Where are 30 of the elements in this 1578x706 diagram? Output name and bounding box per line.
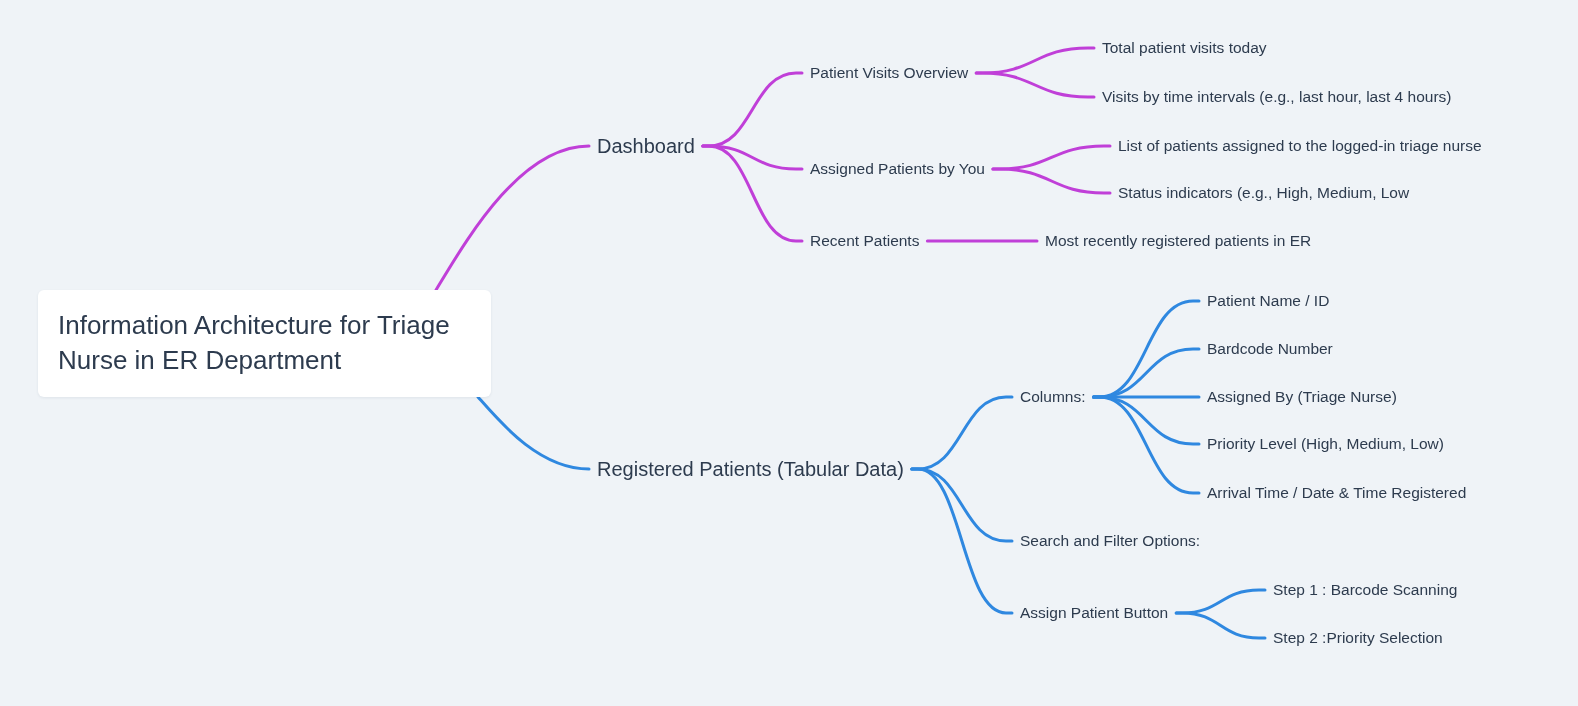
branch-connector [925, 239, 1039, 243]
subtopic-label: Columns: [1012, 385, 1094, 409]
subtopic-label: Arrival Time / Date & Time Registered [1199, 481, 1475, 505]
subtopic-label: Priority Level (High, Medium, Low) [1199, 432, 1452, 456]
branch-topic: Registered Patients (Tabular Data) [589, 454, 912, 484]
subtopic-label: Patient Name / ID [1199, 289, 1338, 313]
branch-connector [991, 167, 1112, 195]
subtopic-label: Most recently registered patients in ER [1037, 229, 1320, 253]
subtopic-label: Assigned Patients by You [802, 157, 993, 181]
branch-connector [434, 144, 591, 292]
branch-connector [1092, 395, 1201, 495]
subtopic-label: Total patient visits today [1094, 36, 1275, 60]
subtopic-label: Bardcode Number [1199, 337, 1341, 361]
subtopic-label: Patient Visits Overview [802, 61, 977, 85]
branch-connector [910, 467, 1014, 615]
branch-connector [1174, 611, 1267, 640]
subtopic-label: List of patients assigned to the logged-in triage nurse [1110, 134, 1490, 158]
subtopic-label: Search and Filter Options: [1012, 529, 1209, 553]
subtopic-label: Step 1 : Barcode Scanning [1265, 578, 1466, 602]
subtopic-label: Step 2 :Priority Selection [1265, 626, 1451, 650]
subtopic-label: Assign Patient Button [1012, 601, 1177, 625]
central-topic-card: Information Architecture for Triage Nurse in ER Department [38, 290, 491, 397]
subtopic-label: Assigned By (Triage Nurse) [1199, 385, 1405, 409]
subtopic-label: Recent Patients [802, 229, 928, 253]
branch-connector [476, 395, 591, 471]
subtopic-label: Status indicators (e.g., High, Medium, Low [1110, 181, 1418, 205]
branch-topic: Dashboard [589, 131, 703, 161]
branch-connector [974, 71, 1096, 99]
branch-connector [701, 144, 804, 243]
subtopic-label: Visits by time intervals (e.g., last hour, last 4 hours) [1094, 85, 1460, 109]
